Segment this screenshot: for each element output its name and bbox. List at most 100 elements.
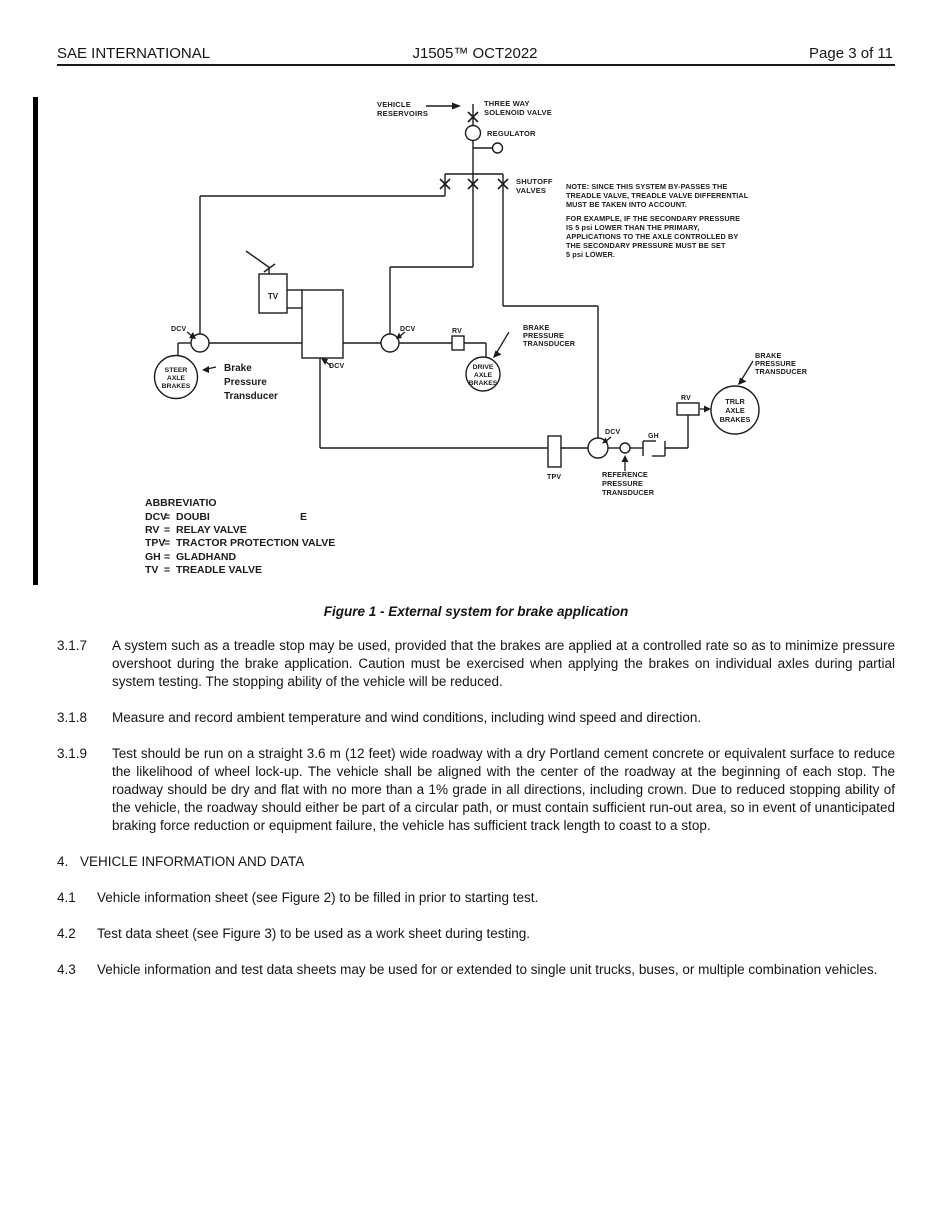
dcv-drive-icon [380,333,400,353]
regulator-icon [464,124,482,142]
valve-manifold-box [301,289,344,359]
section-4-2: 4.2 Test data sheet (see Figure 3) to be… [57,925,895,943]
figure1-brake-schematic: VEHICLE RESERVOIRS THREE WAY SOLENOID VA… [145,99,808,576]
drive-axle-brakes-label: AXLE [474,372,493,379]
section-3-1-9: 3.1.9 Test should be run on a straight 3… [57,745,895,835]
change-bar [33,97,38,585]
relay-valve-trailer-box [676,402,700,416]
dcv-label: DCV [400,326,416,333]
abbr-def: RELAY VALVE [176,524,247,536]
dcv-label: DCV [329,363,345,370]
shutoff-valves-label: SHUTOFF [516,177,553,186]
section-number: 4. [57,854,69,869]
section-text: Test should be run on a straight 3.6 m (… [112,746,895,833]
section-number: 4.2 [57,926,76,941]
treadle-valve-box [258,273,288,314]
reference-pressure-transducer-label: PRESSURE [602,479,643,488]
gauge-icon [491,142,504,154]
brake-pressure-transducer-label: BRAKE [523,323,549,332]
section-text: Test data sheet (see Figure 3) to be use… [97,926,530,941]
abbreviations-title: ABBREVIATIO [145,497,217,509]
vehicle-reservoirs-label: VEHICLE [377,100,411,109]
section-text: Vehicle information and test data sheets… [97,962,878,977]
abbr-def-fragment: E [300,511,307,523]
abbr-code: TPV [145,537,165,549]
abbr-eq: = [164,551,170,563]
abbr-def: TRACTOR PROTECTION VALVE [176,537,335,549]
dcv-label: DCV [171,326,187,333]
abbr-code: DCV [145,511,167,523]
section-3-1-7: 3.1.7 A system such as a treadle stop ma… [57,637,895,691]
brake-pressure-transducer-label: BRAKE [755,351,781,360]
brake-pressure-transducer-label: Transducer [224,391,278,402]
three-way-solenoid-label: THREE WAY [484,99,530,108]
drive-axle-brakes-label: DRIVE [473,364,494,371]
section-text: Measure and record ambient temperature a… [112,710,702,725]
abbr-code: RV [145,524,159,536]
trailer-axle-brakes-label: AXLE [725,406,745,415]
section-4-3: 4.3 Vehicle information and test data sh… [57,961,895,979]
header-doc-number: J1505™ OCT2022 [412,45,538,62]
reservoir-flow-arrow [452,102,461,110]
dcv2-label-arrow [396,331,406,339]
dcv-label: DCV [605,429,621,436]
section-number: 3.1.8 [57,710,88,725]
brake-pressure-transducer-label: Pressure [224,377,267,388]
abbr-def: GLADHAND [176,551,236,563]
shutoff-valves-label: VALVES [516,186,546,195]
trailer-axle-brakes-label: BRAKES [720,415,751,424]
section-heading-text: VEHICLE INFORMATION AND DATA [80,854,305,869]
regulator-label: REGULATOR [487,129,536,138]
section-number: 4.1 [57,890,76,905]
steer-axle-brakes-label: STEER [165,367,188,374]
three-way-solenoid-label: SOLENOID VALVE [484,108,552,117]
section-3-1-8: 3.1.8 Measure and record ambient tempera… [57,709,895,727]
manifold-dcv-arrow [321,358,332,367]
gladhand-icon [642,440,666,457]
drive-axle-brakes-circle [465,356,501,392]
steer-axle-brakes-label: BRAKES [162,383,191,390]
trailer-transducer-arrow [738,360,754,385]
trailer-axle-brakes-circle [710,385,760,435]
note-text: IS 5 psi LOWER THAN THE PRIMARY, [566,223,699,232]
note-text: MUST BE TAKEN INTO ACCOUNT. [566,200,687,209]
figure-caption: Figure 1 - External system for brake app… [323,604,629,619]
note-text: THE SECONDARY PRESSURE MUST BE SET [566,241,726,250]
section-4-heading: 4. VEHICLE INFORMATION AND DATA [57,853,895,871]
section-text: A system such as a treadle stop may be u… [112,638,895,689]
section-number: 3.1.9 [57,746,88,761]
brake-pressure-transducer-label: TRANSDUCER [523,339,576,348]
three-way-solenoid-valve-icon [467,111,479,123]
steer-axle-brakes-label: AXLE [167,375,186,382]
note-text: 5 psi LOWER. [566,250,615,259]
dcv3-label-arrow [602,436,612,444]
dcv-label-arrow [186,331,196,339]
shutoff-valve-icon [439,178,451,190]
header-rule [57,64,895,66]
abbr-eq: = [164,564,170,576]
abbr-def: TREADLE VALVE [176,564,262,576]
tractor-protection-valve-box [547,435,562,468]
annotation-arrows [186,102,754,471]
relay-valve-label: RV [452,328,462,335]
abbr-eq: = [164,524,170,536]
abbreviations-list: ABBREVIATIO DCV = DOUBI E RV = RELAY VAL… [145,497,335,576]
abbr-code: TV [145,564,158,576]
abbr-eq: = [164,537,170,549]
tpv-label: TPV [547,474,561,481]
reference-pressure-transducer-label: TRANSDUCER [602,488,655,497]
steer-transducer-arrow [202,366,217,373]
drive-axle-brakes-label: BRAKES [469,380,498,387]
brake-pressure-transducer-label: PRESSURE [755,359,796,368]
document-body: 3.1.7 A system such as a treadle stop ma… [57,637,895,997]
reference-pressure-transducer-icon [619,442,631,454]
note-text: TREADLE VALVE, TREADLE VALVE DIFFERENTIA… [566,191,749,200]
abbr-def: DOUBI [176,511,210,523]
header-page-number: Page 3 of 11 [809,45,893,62]
treadle-valve-label: TV [268,292,279,301]
shutoff-valve-icon [467,178,479,190]
note-text: NOTE: SINCE THIS SYSTEM BY-PASSES THE [566,182,727,191]
relay-valve-label: RV [681,395,691,402]
abbr-code: GH [145,551,161,563]
